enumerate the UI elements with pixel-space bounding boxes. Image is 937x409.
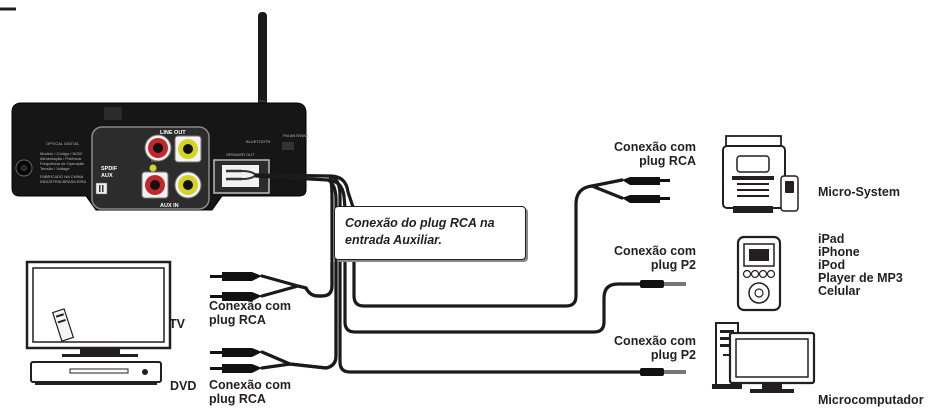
rca-plugs-dvd xyxy=(210,348,262,373)
label-portable-1: iPhone xyxy=(818,245,860,259)
label-fm-antenna: FM ANTENNA xyxy=(283,133,309,138)
label-spdif: SPDIF xyxy=(101,166,118,172)
label-portable-0: iPad xyxy=(818,232,845,246)
label-aux-in: AUX IN xyxy=(160,203,179,209)
label-p2-bottom-line2: plug P2 xyxy=(650,348,696,362)
svg-text:Frequência de Operação: Frequência de Operação xyxy=(40,161,85,166)
svg-text:Alimentação / Potência: Alimentação / Potência xyxy=(40,156,82,161)
label-speaker-out: SPEAKER OUT xyxy=(226,152,255,157)
speaker-terminal xyxy=(213,159,270,194)
label-line-out: LINE OUT xyxy=(160,130,186,136)
label-optical: OPTICAL DIGITAL xyxy=(46,141,80,146)
callout-line-2: entrada Auxiliar. xyxy=(345,233,442,247)
rca-jack-red-out xyxy=(144,134,172,162)
cable-bundle xyxy=(254,173,652,374)
svg-text:Tensão / Voltage: Tensão / Voltage xyxy=(40,166,70,171)
label-portable-4: Celular xyxy=(818,284,861,298)
label-p2-middle-line2: plug P2 xyxy=(650,258,696,272)
dvd-player-icon xyxy=(30,361,162,385)
svg-text:Modelo / Código / NCM: Modelo / Código / NCM xyxy=(40,151,82,156)
rca-jack-panel: LINE OUT AUX IN SPDIF AUX xyxy=(91,126,210,210)
label-micro-system: Micro-System xyxy=(818,185,900,199)
label-dvd: DVD xyxy=(170,379,197,393)
tv-icon xyxy=(25,260,172,357)
p2-plug-bottom xyxy=(640,368,686,376)
label-bluetooth: BLUETOOTH xyxy=(246,139,270,144)
computer-icon xyxy=(712,322,816,393)
label-tv-rca: Conexão com plug RCA xyxy=(209,299,291,327)
label-dvd-rca: Conexão com plug RCA xyxy=(209,378,291,406)
rca-plugs-tv xyxy=(210,272,262,301)
micro-system-icon xyxy=(722,135,799,213)
label-p2-bottom-line1: Conexão com xyxy=(614,334,696,348)
label-rca-top-line2: plug RCA xyxy=(639,154,696,168)
label-portable-2: iPod xyxy=(818,258,846,272)
label-p2-middle: Conexão com plug P2 xyxy=(590,244,696,272)
label-rca-top: Conexão com plug RCA xyxy=(590,140,696,168)
callout-line-1: Conexão do plug RCA na xyxy=(345,216,495,230)
svg-text:INDÚSTRIA BRASILEIRA: INDÚSTRIA BRASILEIRA xyxy=(40,179,86,184)
rca-jack-white-in xyxy=(174,171,202,199)
rca-plugs-top xyxy=(622,177,670,203)
ipod-icon xyxy=(736,235,782,312)
label-computer: Microcomputador xyxy=(818,393,924,407)
aux-input-callout: Conexão do plug RCA na entrada Auxiliar. xyxy=(334,206,526,260)
label-p2-bottom: Conexão com plug P2 xyxy=(590,334,696,362)
rca-jack-yellow-out xyxy=(174,135,202,163)
rca-jack-red-in xyxy=(141,171,169,199)
label-rca-top-line1: Conexão com xyxy=(614,140,696,154)
label-tv-rca-line1: Conexão com xyxy=(209,299,291,313)
svg-text:FABRICADO NA CHINA: FABRICADO NA CHINA xyxy=(40,174,83,179)
label-aux: AUX xyxy=(101,173,113,179)
p2-plug-middle xyxy=(640,280,686,288)
callout-text: Conexão do plug RCA na entrada Auxiliar. xyxy=(345,215,495,249)
label-p2-middle-line1: Conexão com xyxy=(614,244,696,258)
label-portable-3: Player de MP3 xyxy=(818,271,903,285)
label-tv: TV xyxy=(169,317,185,331)
label-portable-devices: iPad iPhone iPod Player de MP3 Celular xyxy=(818,233,903,298)
receiver-back-panel: OPTICAL DIGITAL Modelo / Código / NCM Al… xyxy=(11,102,309,211)
label-dvd-rca-line1: Conexão com xyxy=(209,378,291,392)
label-dvd-rca-line2: plug RCA xyxy=(209,392,266,406)
label-tv-rca-line2: plug RCA xyxy=(209,313,266,327)
